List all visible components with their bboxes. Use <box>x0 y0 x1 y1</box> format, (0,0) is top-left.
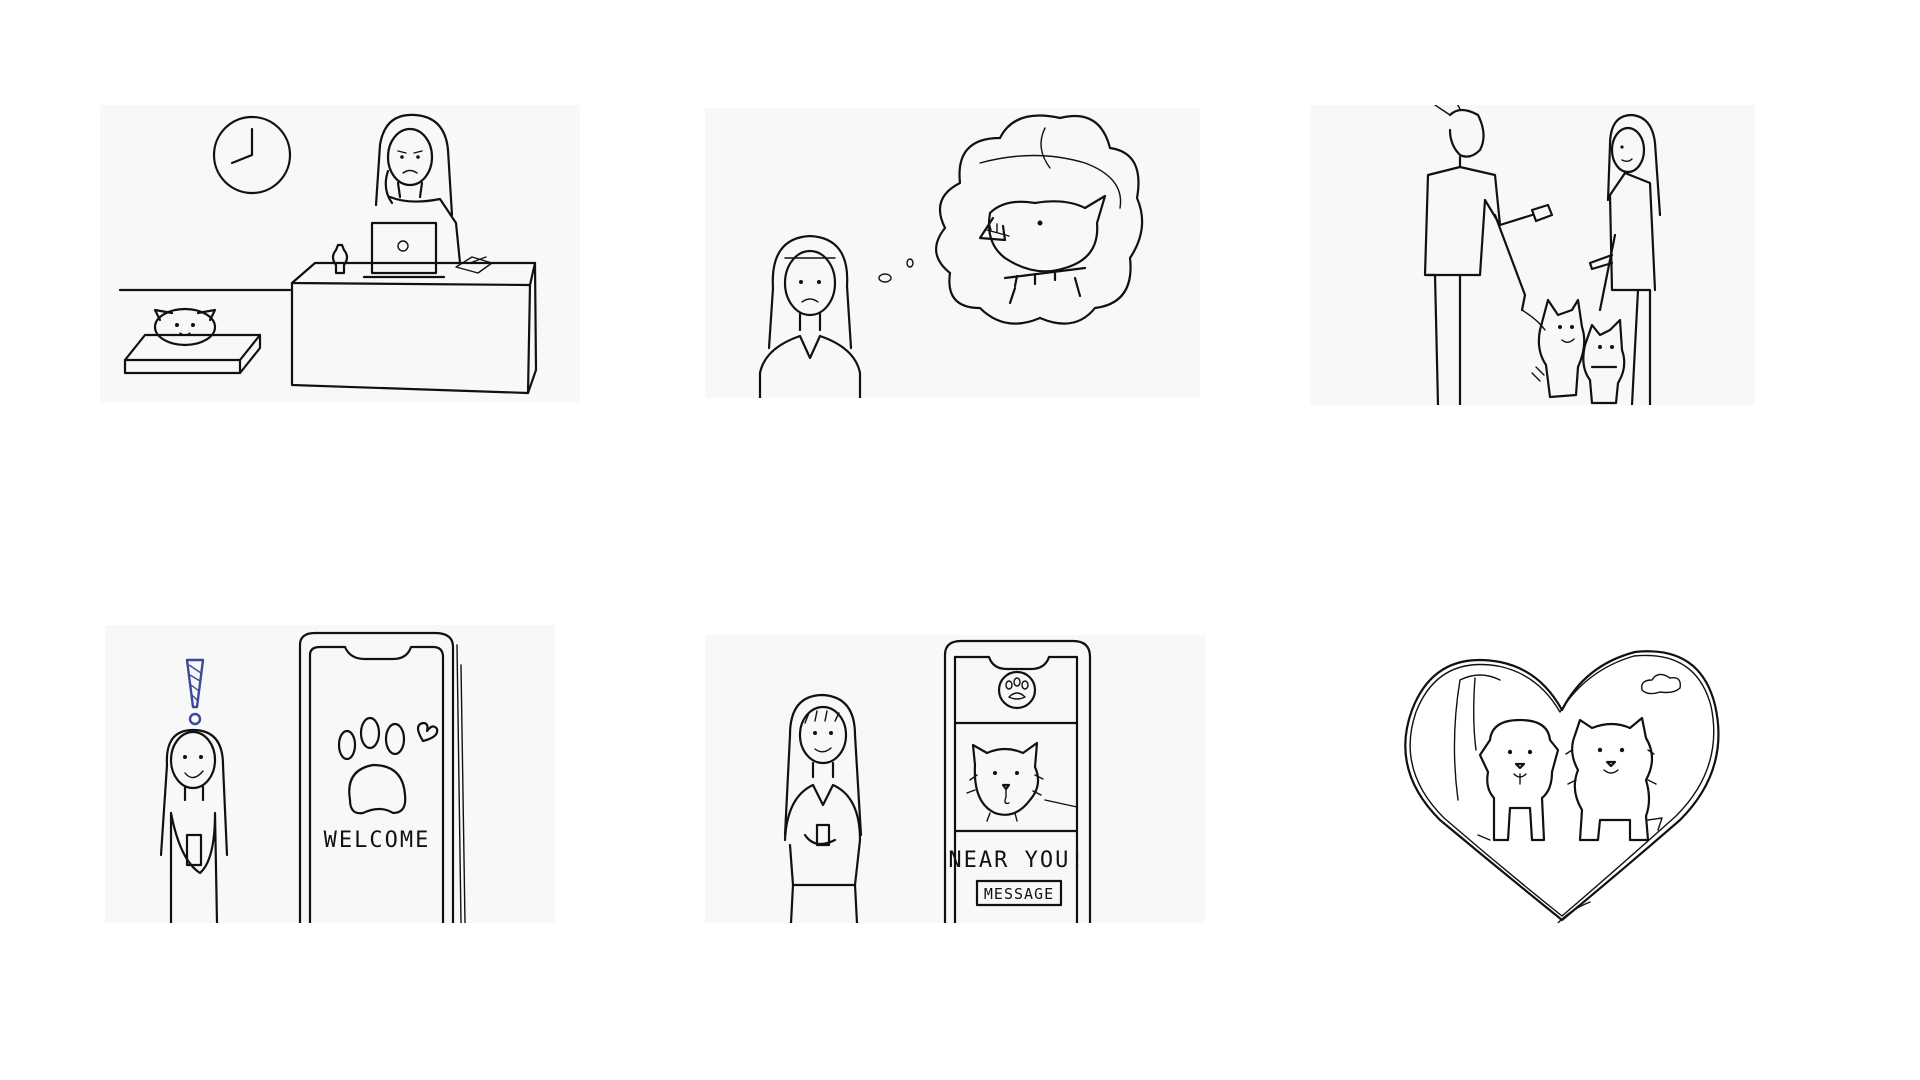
exclamation-mark <box>185 658 205 726</box>
small-dog-left-drawing <box>1531 298 1586 399</box>
nearby-sketch: NEAR YOU! MESSAGE <box>783 639 1092 923</box>
smiling-girl-drawing <box>783 693 863 923</box>
office-sketch <box>118 113 538 395</box>
panel-office <box>100 105 580 402</box>
phone-welcome-screen: WELCOME <box>298 631 466 923</box>
near-you-text: NEAR YOU! <box>948 848 1085 873</box>
meeting-sketch <box>1423 105 1662 405</box>
tree-drawing <box>1453 674 1501 801</box>
papers-drawing <box>455 256 493 274</box>
scared-girl-drawing <box>758 234 862 398</box>
laptop-drawing <box>362 221 446 279</box>
thought-bubbles <box>878 258 914 283</box>
phone-nearby-screen: NEAR YOU! MESSAGE <box>943 639 1092 923</box>
vase-drawing <box>331 243 349 275</box>
worried-woman-drawing <box>374 113 462 265</box>
cloud-icon <box>1641 673 1681 695</box>
thought-sketch <box>758 114 1144 398</box>
woman-with-phone-drawing <box>1588 113 1662 405</box>
heart-sketch <box>1404 650 1720 923</box>
message-button-label: MESSAGE <box>984 885 1054 903</box>
dog-left-drawing <box>1477 718 1560 842</box>
panel-heart-dogs <box>1390 640 1735 923</box>
desk-drawing <box>290 261 538 395</box>
message-button[interactable]: MESSAGE <box>975 879 1063 907</box>
man-with-phone-drawing <box>1423 105 1554 405</box>
fluffy-dog-drawing <box>966 741 1078 822</box>
small-dog-right-drawing <box>1582 318 1626 405</box>
angry-dog-drawing <box>978 194 1107 305</box>
dog-right-drawing <box>1565 716 1663 842</box>
dog-leash <box>1521 309 1546 331</box>
panel-scared-thought <box>705 108 1200 398</box>
paw-logo-icon <box>997 670 1037 710</box>
welcome-text: WELCOME <box>324 828 431 853</box>
excited-girl-drawing <box>159 728 229 923</box>
heart-icon <box>1404 650 1720 923</box>
heart-icon <box>416 721 439 743</box>
panel-app-nearby: NEAR YOU! MESSAGE <box>705 635 1205 923</box>
thought-cloud <box>935 114 1144 325</box>
dog-on-bed-drawing <box>123 307 262 375</box>
clock-icon <box>212 115 292 195</box>
paw-icon <box>337 716 407 815</box>
panel-dog-meeting <box>1310 105 1755 405</box>
panel-app-welcome: WELCOME <box>105 625 555 923</box>
welcome-sketch: WELCOME <box>159 631 466 923</box>
